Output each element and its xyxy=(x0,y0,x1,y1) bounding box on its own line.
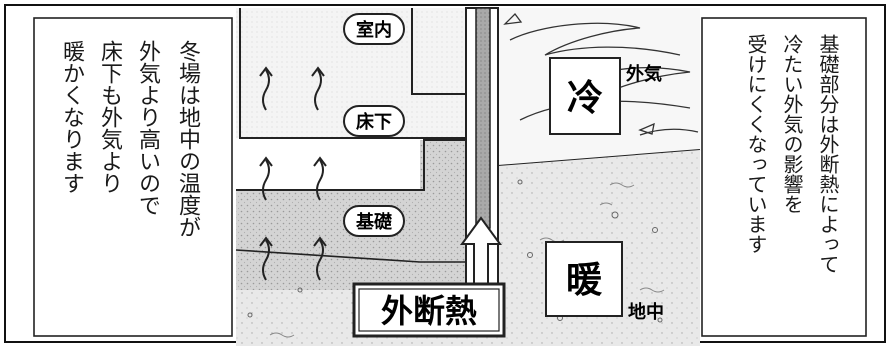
right-caption-box xyxy=(701,17,867,337)
underfloor-slab-line xyxy=(235,249,466,263)
svg-text:外断熱: 外断熱 xyxy=(381,292,477,330)
cold-box: 冷 xyxy=(549,57,621,135)
right-note-col-3: 受けにくくなっています xyxy=(744,34,768,254)
svg-text:床下: 床下 xyxy=(356,111,392,133)
left-note-col-1: 冬場は地中の温度が xyxy=(175,40,200,238)
svg-text:室内: 室内 xyxy=(356,19,392,41)
foundation-label: 基礎 xyxy=(343,205,405,237)
left-note-col-2: 外気より高いので xyxy=(135,40,160,216)
insulation-label: 外断熱 xyxy=(352,282,506,338)
room-label: 室内 xyxy=(343,13,405,45)
soil-pebbles xyxy=(247,179,663,323)
insulation-layer xyxy=(475,7,491,229)
left-note-col-3: 床下も外気より xyxy=(97,40,122,194)
svg-text:暖: 暖 xyxy=(566,260,603,301)
warm-air-arrows xyxy=(259,66,327,281)
svg-text:冷: 冷 xyxy=(567,78,603,119)
room-floor-line xyxy=(411,8,466,95)
left-caption-box xyxy=(33,17,233,337)
foundation-outline xyxy=(236,139,466,191)
right-note-col-2: 冷たい外気の影響を xyxy=(780,34,804,214)
warm-box: 暖 xyxy=(545,241,623,317)
underfloor-label: 床下 xyxy=(343,105,405,137)
left-note-col-4: 暖かくなります xyxy=(59,40,84,194)
right-note-col-1: 基礎部分は外断熱によって xyxy=(816,34,840,274)
room-wall-outline xyxy=(239,8,466,139)
svg-text:基礎: 基礎 xyxy=(355,211,392,233)
underground-label: 地中 xyxy=(628,301,664,323)
outdoor-air-label: 外気 xyxy=(626,63,662,85)
